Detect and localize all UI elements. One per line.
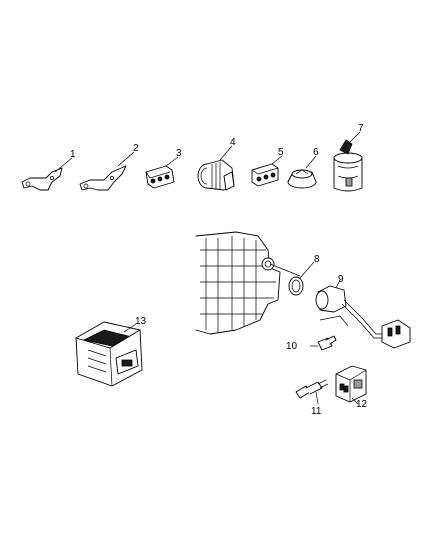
callout-8: 8 [314,254,320,265]
part-5-connector: 5 [251,147,284,187]
transmission-housing [195,231,301,335]
part-8-o-ring: 8 [288,254,320,296]
callout-9: 9 [338,274,344,285]
callout-7: 7 [358,123,364,134]
callout-1: 1 [70,149,76,160]
part-4-elbow-connector: 4 [197,137,236,191]
part-7-sensor-housing: 7 [333,123,364,192]
part-3-connector: 3 [145,148,182,189]
callout-5: 5 [278,147,284,158]
part-13-module: 13 [75,316,147,387]
callout-13: 13 [135,316,147,327]
part-11-terminal: 11 [295,379,329,417]
part-9-sensor-harness: 9 [315,274,411,349]
callout-2: 2 [133,143,139,154]
callout-4: 4 [230,137,236,148]
part-10-bolt: 10 [286,335,337,352]
callout-6: 6 [313,147,319,158]
callout-10: 10 [286,341,298,352]
callout-12: 12 [356,399,368,410]
part-2-bracket: 2 [79,143,139,191]
part-12-connector-block: 12 [335,365,368,410]
part-1-bracket: 1 [21,149,76,191]
callout-11: 11 [311,406,322,417]
callout-3: 3 [176,148,182,159]
part-6-cap: 6 [287,147,319,189]
